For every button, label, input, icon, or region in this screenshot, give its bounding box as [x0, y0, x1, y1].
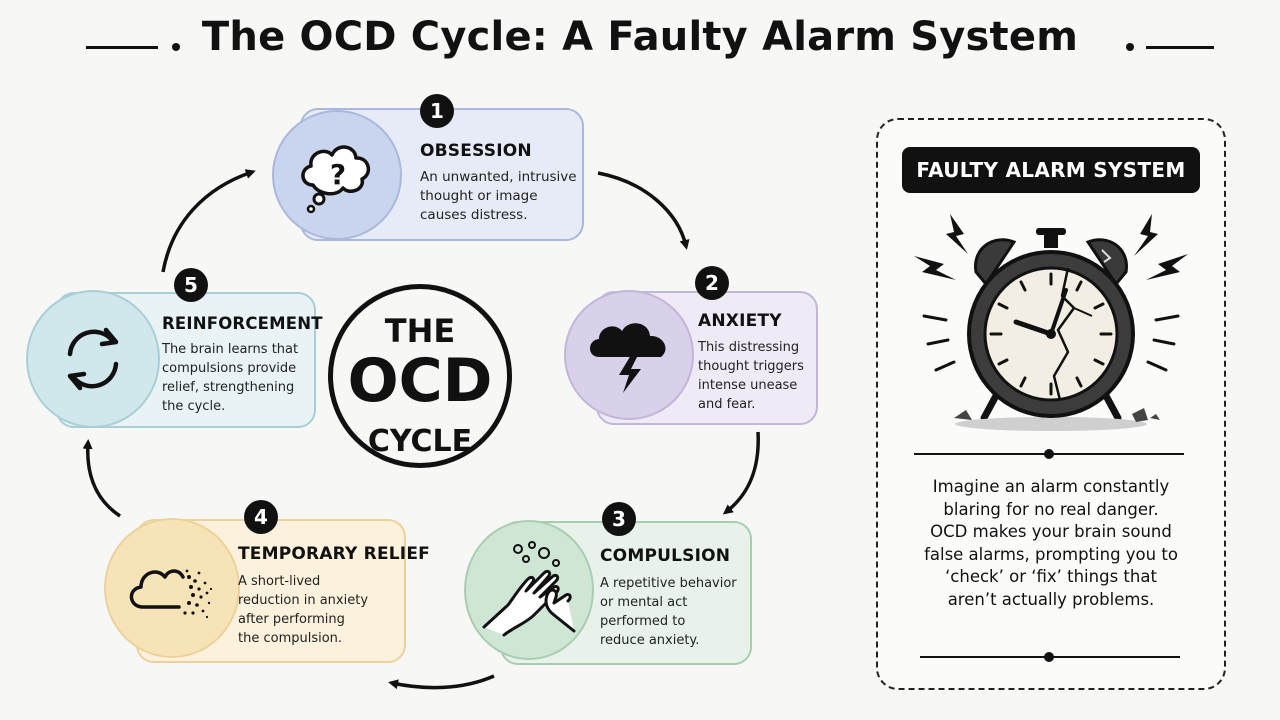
hand-washing-icon — [482, 541, 576, 637]
arrow-2-to-3 — [722, 431, 760, 515]
step-number-1: 1 — [420, 94, 454, 128]
storm-cloud-icon — [590, 323, 666, 393]
step-disc-reinforcement — [26, 290, 160, 428]
step-heading-reinforcement: REINFORCEMENT — [162, 314, 323, 333]
step-number-4: 4 — [244, 500, 278, 534]
dissolving-cloud-icon — [129, 569, 213, 619]
title-rule-right — [1146, 46, 1214, 49]
step-disc-compulsion — [464, 520, 594, 660]
panel-badge: FAULTY ALARM SYSTEM — [902, 147, 1200, 193]
question-thought-cloud-icon: ? — [301, 145, 371, 214]
arrow-1-to-2 — [597, 171, 690, 250]
step-heading-obsession: OBSESSION — [420, 141, 532, 161]
step-disc-obsession: ? — [272, 110, 402, 240]
step-heading-anxiety: ANXIETY — [698, 311, 782, 331]
panel-description: Imagine an alarm constantly blaring for … — [924, 477, 1178, 609]
page-title: The OCD Cycle: A Faulty Alarm System — [201, 14, 1079, 60]
title-dot-right — [1126, 43, 1134, 51]
step-heading-relief: TEMPORARY RELIEF — [238, 544, 430, 564]
center-line-the: THE — [384, 312, 456, 350]
arrow-3-to-4 — [388, 674, 495, 690]
title-dot-left — [172, 43, 180, 51]
title-rule-left — [86, 46, 158, 49]
center-line-ocd: OCD — [347, 346, 493, 416]
svg-text:?: ? — [330, 158, 346, 191]
step-number-3: 3 — [602, 502, 636, 536]
arrow-4-to-5 — [82, 439, 121, 518]
center-line-cycle: CYCLE — [367, 424, 473, 459]
cycle-arrows-icon — [67, 327, 119, 391]
cycle-arrows — [82, 169, 760, 690]
step-disc-anxiety — [564, 290, 694, 420]
panel-divider-top-dot — [1044, 449, 1054, 459]
step-heading-compulsion: COMPULSION — [600, 546, 731, 566]
center-ring — [328, 284, 512, 468]
broken-alarm-clock-icon — [914, 214, 1188, 431]
arrow-5-to-1 — [161, 169, 256, 273]
step-number-2: 2 — [695, 266, 729, 300]
step-disc-relief — [104, 518, 240, 658]
panel-divider-bottom-dot — [1044, 652, 1054, 662]
step-number-5: 5 — [174, 268, 208, 302]
